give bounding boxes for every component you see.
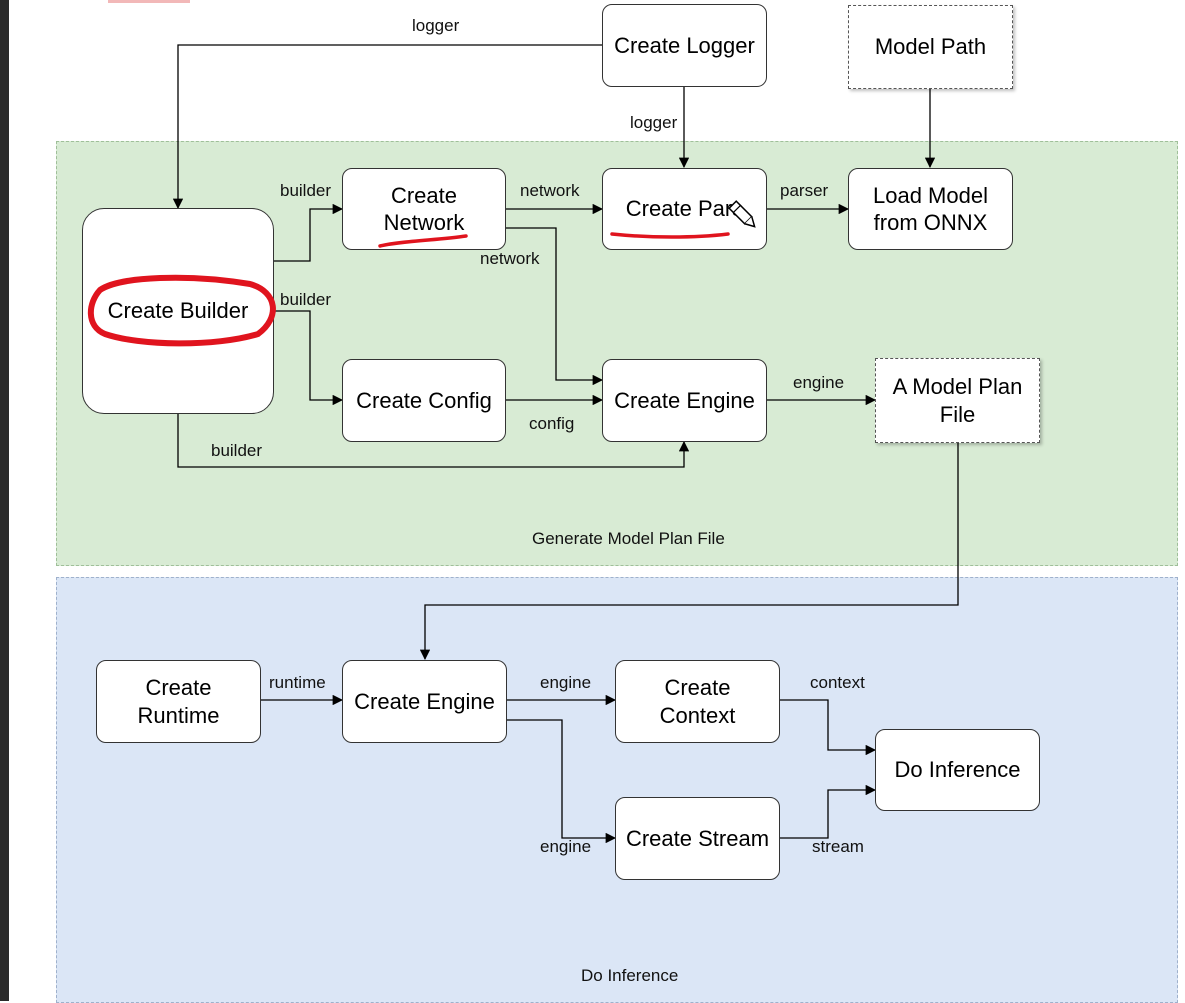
generate-region-label: Generate Model Plan File xyxy=(532,529,725,548)
create-engine-gen-node: Create Engine xyxy=(602,359,767,442)
create-network-node: Create Network xyxy=(342,168,506,250)
top-mark xyxy=(108,0,190,3)
edge-logger-to-builder xyxy=(172,44,602,210)
edge-label-builder-network: builder xyxy=(280,181,332,200)
model-path-node: Model Path xyxy=(848,5,1013,89)
edge-label-logger-parser: logger xyxy=(630,113,678,132)
create-builder-node: Create Builder xyxy=(82,208,274,414)
edge-label-config-engine: config xyxy=(529,414,575,433)
window-edge xyxy=(0,0,9,1001)
edge-engine-to-stream xyxy=(507,719,617,844)
create-stream-node: Create Stream xyxy=(615,797,780,880)
edge-label-stream-infer: stream xyxy=(812,837,864,856)
pencil-cursor-icon xyxy=(728,200,756,228)
edge-context-to-infer xyxy=(780,699,877,756)
edge-builder-to-network xyxy=(274,203,344,262)
parser-underline-mark xyxy=(610,232,730,239)
edge-label-network-engine: network xyxy=(480,249,540,268)
network-underline-mark xyxy=(378,234,468,248)
edge-plan-to-inference-engine xyxy=(419,443,959,661)
edge-label-network-parser: network xyxy=(520,181,580,200)
do-inference-node: Do Inference xyxy=(875,729,1040,811)
builder-circle-mark xyxy=(87,274,276,347)
edge-label-builder-engine: builder xyxy=(211,441,263,460)
edge-label-builder-config: builder xyxy=(280,290,332,309)
create-logger-node: Create Logger xyxy=(602,4,767,87)
edge-label-context-infer: context xyxy=(810,673,865,692)
edge-builder-to-engine xyxy=(177,414,690,468)
edge-label-engine-plan: engine xyxy=(793,373,845,392)
edge-label-parser-load: parser xyxy=(780,181,829,200)
edge-label-engine-stream: engine xyxy=(540,837,592,856)
create-context-node: Create Context xyxy=(615,660,780,743)
edge-network-to-engine xyxy=(506,227,604,386)
create-runtime-node: Create Runtime xyxy=(96,660,261,743)
create-config-node: Create Config xyxy=(342,359,506,442)
load-model-node: Load Model from ONNX xyxy=(848,168,1013,250)
inference-region-label: Do Inference xyxy=(581,966,679,985)
edge-builder-to-config xyxy=(274,310,344,406)
edge-label-runtime-engine: runtime xyxy=(269,673,326,692)
create-engine-inf-node: Create Engine xyxy=(342,660,507,743)
model-plan-file-node: A Model Plan File xyxy=(875,358,1040,443)
edge-label-logger-top: logger xyxy=(412,16,460,35)
edge-label-engine-context: engine xyxy=(540,673,592,692)
edge-stream-to-infer xyxy=(780,784,877,839)
